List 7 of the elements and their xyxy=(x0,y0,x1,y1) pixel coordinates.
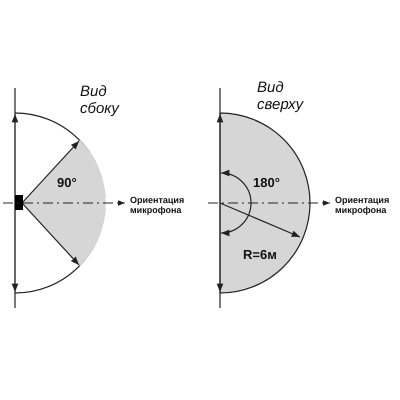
angle-label: 90° xyxy=(57,176,77,190)
direction-label: Ориентация микрофона xyxy=(130,196,186,216)
direction-label: Ориентация микрофона xyxy=(335,196,390,216)
angle-label: 180° xyxy=(253,176,280,190)
view-title: Вид сверху xyxy=(257,80,305,113)
radius-label: R=6м xyxy=(243,248,277,262)
view-title: Вид сбоку xyxy=(80,84,120,117)
